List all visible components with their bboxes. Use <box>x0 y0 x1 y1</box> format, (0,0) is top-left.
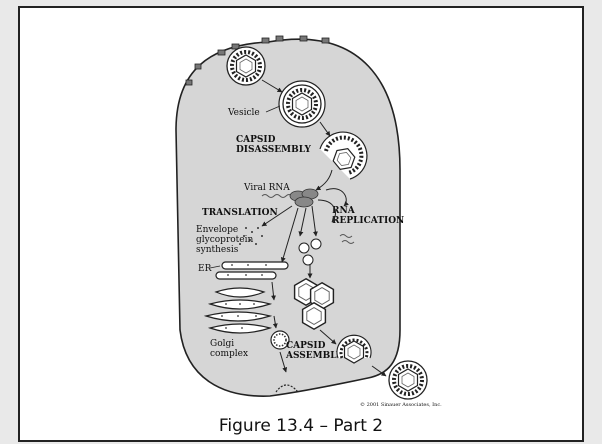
translation-label: TRANSLATION <box>202 208 278 218</box>
copyright-label: © 2001 Sinauer Associates, Inc. <box>360 401 442 408</box>
golgi-label-2: complex <box>210 349 248 359</box>
rna-replication-label-2: REPLICATION <box>332 216 404 226</box>
envelope-label-2: glycoprotein <box>196 235 253 245</box>
entering-virion <box>227 47 265 85</box>
golgi-label-1: Golgi <box>210 339 234 349</box>
viral-rna-label: Viral RNA <box>243 183 290 193</box>
envelope-label-1: Envelope <box>196 225 238 235</box>
vesicle-virion <box>279 81 325 127</box>
figure-caption: Figure 13.4 – Part 2 <box>0 416 602 436</box>
exiting-virion <box>389 361 427 399</box>
capsid-disassembly-label-2: DISASSEMBLY <box>236 145 311 155</box>
capsid-assembly-label-2: ASSEMBLY <box>285 351 343 361</box>
envelope-label-3: synthesis <box>196 245 239 255</box>
vesicle-label: Vesicle <box>227 108 260 118</box>
assembling-capsid-3 <box>303 303 326 329</box>
capsid-disassembly-label-1: CAPSID <box>236 135 276 145</box>
er-label: ER <box>198 264 212 274</box>
capsid-assembly-label-1: CAPSID <box>286 341 326 351</box>
